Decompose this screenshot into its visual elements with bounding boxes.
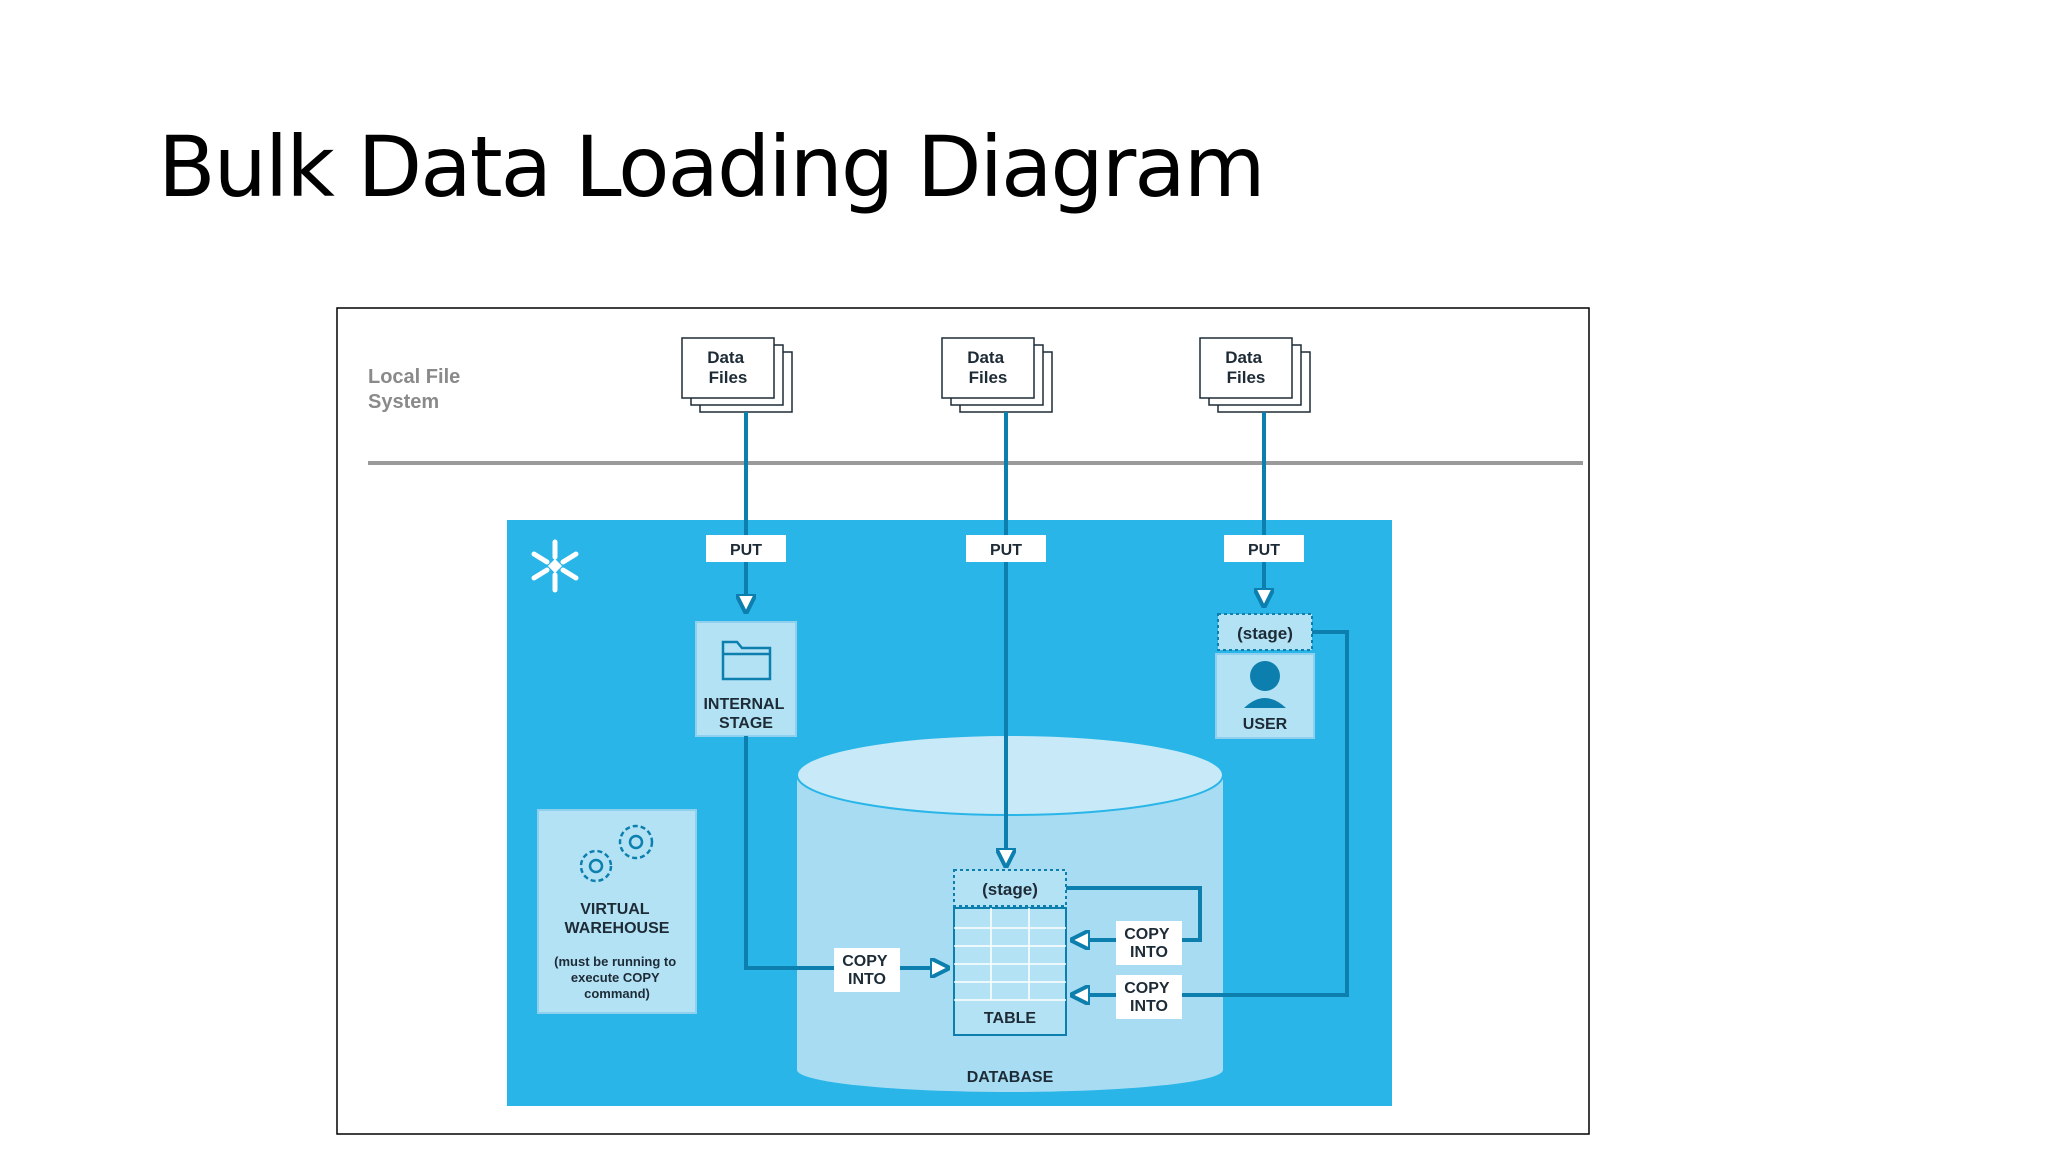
svg-text:COPY INTO: COPY INTO: [1124, 926, 1174, 961]
data-files-2: Data Files: [941, 337, 1053, 413]
database-label: DATABASE: [967, 1069, 1054, 1086]
copy-flow-user-stage: [1072, 630, 1349, 995]
data-files-3: Data Files: [1199, 337, 1311, 413]
svg-text:Data Files: Data Files: [967, 348, 1009, 387]
svg-text:(must be running to exec: (must be running to execute COPY command…: [554, 954, 680, 1001]
gears-icon: [579, 824, 654, 883]
copy-into-label-table-stage: COPY INTO: [1116, 921, 1182, 965]
table-box: TABLE: [953, 907, 1067, 1036]
svg-text:(stage): (stage): [1237, 624, 1293, 643]
svg-text:Data Files: Data Files: [1225, 348, 1267, 387]
svg-text:USER: USER: [1243, 716, 1288, 733]
put-label-2: PUT: [966, 535, 1046, 562]
svg-text:Data Files: Data Files: [707, 348, 749, 387]
copy-into-label-user-stage: COPY INTO: [1116, 975, 1182, 1019]
internal-stage-box: INTERNAL STAGE: [695, 621, 797, 737]
folder-icon: [721, 640, 772, 681]
put-label-3: PUT: [1224, 535, 1304, 562]
svg-text:COPY INTO: COPY INTO: [1124, 980, 1174, 1015]
put-label-1: PUT: [706, 535, 786, 562]
table-stage-box: (stage): [953, 869, 1067, 907]
svg-text:COPY INTO: COPY INTO: [842, 953, 892, 988]
virtual-warehouse-box: VIRTUAL WAREHOUSE (must be running to ex…: [537, 809, 697, 1014]
svg-text:PUT: PUT: [990, 542, 1022, 559]
snowflake-logo-icon: [531, 539, 579, 593]
user-icon: [1244, 661, 1286, 708]
user-stage-box: (stage): [1217, 613, 1313, 651]
svg-text:PUT: PUT: [1248, 542, 1280, 559]
copy-into-label-internal: COPY INTO: [834, 948, 900, 992]
slide-title: Bulk Data Loading Diagram: [158, 118, 1266, 216]
svg-text:TABLE: TABLE: [984, 1010, 1036, 1027]
svg-text:PUT: PUT: [730, 542, 762, 559]
data-files-1: Data Files: [681, 337, 793, 413]
user-box: USER: [1215, 653, 1315, 739]
svg-text:(stage): (stage): [982, 880, 1038, 899]
local-file-system-label: Local File System: [368, 366, 466, 413]
svg-text:VIRTUAL WAREHOUSE: VIRTUAL WAREHOUSE: [565, 901, 670, 937]
svg-text:INTERNAL STAGE: INTERNAL STAGE: [703, 696, 788, 732]
